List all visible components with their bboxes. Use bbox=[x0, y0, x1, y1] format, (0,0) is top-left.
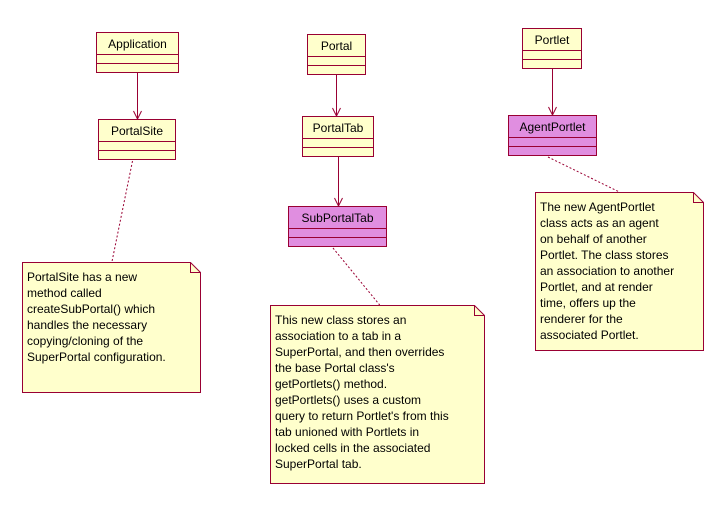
note-line: an association to another bbox=[540, 264, 674, 278]
class-box bbox=[288, 206, 387, 247]
note-line: getPortlets() method. bbox=[275, 377, 387, 391]
note-line: time, offers up the bbox=[540, 296, 636, 310]
note-portalsite: PortalSite has a new method called createS… bbox=[22, 262, 201, 393]
class-name: Application bbox=[108, 37, 167, 51]
class-box bbox=[98, 119, 176, 160]
class-portaltab: PortalTab bbox=[302, 116, 374, 157]
note-line: renderer for the bbox=[540, 312, 623, 326]
note-line: Portlet, and at render bbox=[540, 280, 653, 294]
note-line: SuperPortal configuration. bbox=[27, 350, 166, 364]
note-line: SuperPortal, and then overrides bbox=[275, 345, 444, 359]
class-box bbox=[307, 34, 366, 75]
note-line: the base Portal class's bbox=[275, 361, 395, 375]
note-line: method called bbox=[27, 286, 102, 300]
notes-layer: PortalSite has a new method called createS… bbox=[22, 192, 704, 484]
note-fold bbox=[693, 192, 704, 203]
class-box bbox=[96, 32, 179, 73]
note-anchor-portalsite bbox=[111, 160, 133, 263]
note-subportaltab: This new class stores an association to a… bbox=[270, 305, 485, 484]
class-box bbox=[302, 116, 374, 157]
class-application: Application bbox=[96, 32, 179, 73]
links-layer bbox=[111, 69, 620, 306]
note-line: createSubPortal() which bbox=[27, 302, 155, 316]
note-line: SuperPortal tab. bbox=[275, 457, 362, 471]
note-line: query to return Portlet's from this bbox=[275, 409, 449, 423]
note-line: locked cells in the associated bbox=[275, 441, 430, 455]
note-line: This new class stores an bbox=[275, 313, 406, 327]
note-line: The new AgentPortlet bbox=[540, 200, 655, 214]
note-body bbox=[535, 192, 704, 351]
note-line: association to a tab in a bbox=[275, 329, 401, 343]
class-name: AgentPortlet bbox=[519, 120, 586, 134]
class-portalsite: PortalSite bbox=[98, 119, 176, 160]
class-name: SubPortalTab bbox=[301, 211, 373, 225]
class-name: Portal bbox=[321, 39, 352, 53]
note-body bbox=[22, 262, 201, 393]
note-line: associated Portlet. bbox=[540, 328, 639, 342]
note-body bbox=[270, 305, 485, 484]
class-box bbox=[508, 115, 597, 156]
note-anchor-agentportlet bbox=[547, 156, 620, 193]
class-box bbox=[522, 28, 582, 69]
class-name: Portlet bbox=[535, 33, 570, 47]
note-line: class acts as an agent bbox=[540, 216, 659, 230]
note-line: Portlet. The class stores bbox=[540, 248, 669, 262]
note-line: tab unioned with Portlets in bbox=[275, 425, 419, 439]
note-fold bbox=[190, 262, 201, 273]
note-line: handles the necessary bbox=[27, 318, 147, 332]
class-name: PortalTab bbox=[313, 121, 364, 135]
note-fold bbox=[474, 305, 485, 316]
note-line: copying/cloning of the bbox=[27, 334, 143, 348]
class-subportaltab: SubPortalTab bbox=[288, 206, 387, 247]
note-agentportlet: The new AgentPortlet class acts as an age… bbox=[535, 192, 704, 351]
class-name: PortalSite bbox=[111, 124, 163, 138]
note-anchor-subportaltab bbox=[332, 247, 381, 306]
note-line: getPortlets() uses a custom bbox=[275, 393, 421, 407]
note-line: on behalf of another bbox=[540, 232, 647, 246]
class-portal: Portal bbox=[307, 34, 366, 75]
class-agentportlet: AgentPortlet bbox=[508, 115, 597, 156]
class-portlet: Portlet bbox=[522, 28, 582, 69]
note-line: PortalSite has a new bbox=[27, 270, 137, 284]
